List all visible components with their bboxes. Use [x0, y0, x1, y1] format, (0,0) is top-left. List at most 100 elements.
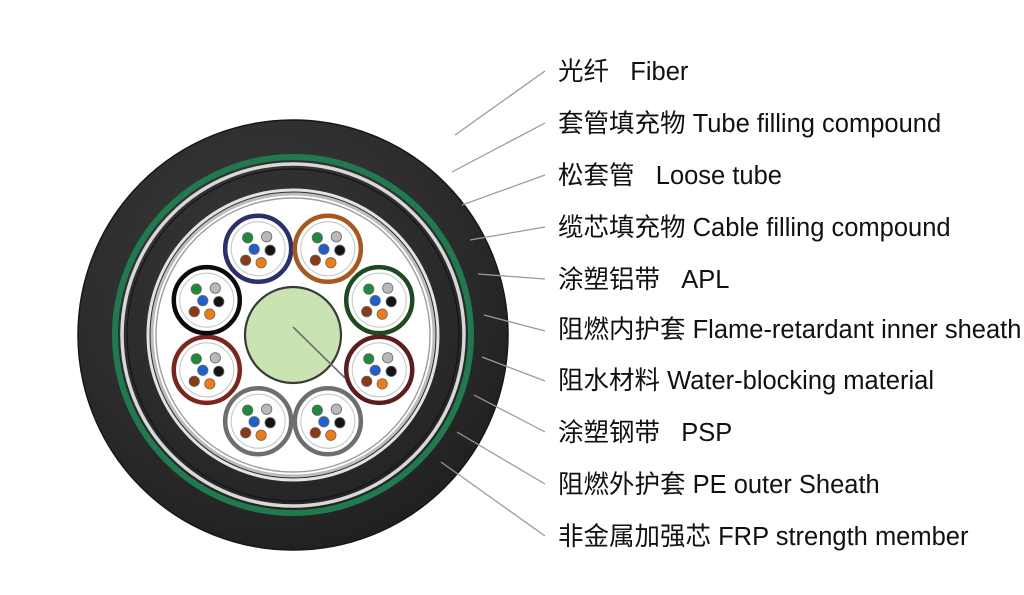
- callout-label-tube_filling_compound: 套管填充物 Tube filling compound: [558, 110, 941, 138]
- callout-label-water_blocking: 阻水材料 Water-blocking material: [558, 367, 934, 395]
- loose-tube-1-fiber-green: [242, 232, 254, 244]
- callout-label-flame_retardant_inner_sheath: 阻燃内护套 Flame-retardant inner sheath: [558, 316, 1021, 344]
- callout-en-frp_strength_member: FRP strength member: [718, 523, 969, 551]
- cable-core: [155, 197, 431, 473]
- loose-tube-6-fiber-orange: [255, 429, 267, 441]
- loose-tube-7-fiber-green: [190, 353, 202, 365]
- cable-assembly: [77, 119, 509, 551]
- loose-tube-6: [222, 385, 294, 457]
- callout-en-loose_tube: Loose tube: [656, 162, 782, 190]
- leader-line-cable_filling_compound: [469, 226, 546, 241]
- loose-tube-5-fiber-orange: [325, 429, 337, 441]
- loose-tube-4-inner-wall: [351, 342, 407, 398]
- callout-label-pe_outer_sheath: 阻燃外护套 PE outer Sheath: [558, 471, 880, 499]
- loose-tube-6-fiber-white: [261, 403, 273, 415]
- callout-en-water_blocking: Water-blocking material: [667, 367, 934, 395]
- loose-tube-7-fiber-brown: [188, 375, 200, 387]
- callout-en-apl: APL: [681, 266, 729, 294]
- loose-tube-1-fiber-brown: [240, 254, 252, 266]
- loose-tube-8: [171, 264, 243, 336]
- loose-tube-7-inner-wall: [179, 342, 235, 398]
- callout-cn-water_blocking: 阻水材料: [558, 367, 667, 395]
- loose-tube-2-fiber-green: [311, 232, 323, 244]
- leader-line-flame_retardant_inner_sheath: [483, 314, 546, 332]
- loose-tube-8-fiber-blue: [197, 295, 209, 307]
- loose-tube-5: [292, 385, 364, 457]
- callout-en-flame_retardant_inner_sheath: Flame-retardant inner sheath: [693, 316, 1022, 344]
- callout-en-cable_filling_compound: Cable filling compound: [693, 214, 951, 242]
- loose-tube-3-fiber-blue: [369, 295, 381, 307]
- loose-tube-3-fiber-orange: [376, 308, 388, 320]
- leader-line-water_blocking: [481, 356, 546, 382]
- callout-cn-tube_filling_compound: 套管填充物: [558, 110, 693, 138]
- loose-tube-8-inner-wall: [179, 272, 235, 328]
- loose-tube-7-fiber-orange: [204, 378, 216, 390]
- loose-tube-4-fiber-orange: [376, 378, 388, 390]
- inner-sheath-outer-edge: [126, 168, 460, 502]
- loose-tube-8-fiber-orange: [204, 308, 216, 320]
- callout-cn-psp: 涂塑钢带: [558, 419, 681, 447]
- callout-cn-frp_strength_member: 非金属加强芯: [558, 523, 718, 551]
- loose-tube-3-fiber-white: [382, 282, 394, 294]
- callout-en-pe_outer_sheath: PE outer Sheath: [693, 471, 880, 499]
- frp-strength-member: [243, 285, 343, 385]
- callout-label-loose_tube: 松套管 Loose tube: [558, 162, 782, 190]
- loose-tube-4-fiber-brown: [361, 375, 373, 387]
- loose-tube-7-fiber-blue: [197, 364, 209, 376]
- loose-tube-2-inner-wall: [300, 221, 356, 277]
- callout-en-tube_filling_compound: Tube filling compound: [693, 110, 942, 138]
- callout-label-cable_filling_compound: 缆芯填充物 Cable filling compound: [558, 214, 951, 242]
- leader-line-loose_tube: [461, 174, 546, 206]
- loose-tube-1-inner-wall: [230, 221, 286, 277]
- leader-line-psp: [473, 394, 546, 433]
- loose-tube-7: [171, 334, 243, 406]
- loose-tube-5-fiber-black: [334, 417, 346, 429]
- loose-tube-1-fiber-orange: [255, 257, 267, 269]
- callout-label-psp: 涂塑钢带 PSP: [558, 419, 732, 447]
- loose-tube-3-fiber-green: [363, 283, 375, 295]
- loose-tube-1-fiber-black: [264, 244, 276, 256]
- loose-tube-6-inner-wall: [230, 393, 286, 449]
- loose-tube-2: [292, 213, 364, 285]
- loose-tube-3: [343, 264, 415, 336]
- callout-label-frp_strength_member: 非金属加强芯 FRP strength member: [558, 523, 969, 551]
- apl-tape-highlight: [146, 188, 440, 482]
- loose-tube-2-fiber-white: [330, 231, 342, 243]
- loose-tube-2-fiber-black: [334, 244, 346, 256]
- loose-tube-5-inner-wall: [300, 393, 356, 449]
- callout-en-psp: PSP: [681, 419, 732, 447]
- loose-tube-6-fiber-blue: [248, 416, 260, 428]
- frp-core-leader: [292, 326, 346, 379]
- leader-line-apl: [477, 273, 546, 280]
- loose-tube-8-fiber-black: [213, 296, 225, 308]
- loose-tube-6-fiber-green: [242, 404, 254, 416]
- loose-tube-5-fiber-white: [330, 403, 342, 415]
- loose-tube-4-fiber-white: [382, 352, 394, 364]
- loose-tube-5-fiber-green: [311, 404, 323, 416]
- loose-tube-8-fiber-brown: [188, 306, 200, 318]
- loose-tube-7-fiber-white: [209, 352, 221, 364]
- loose-tube-4-fiber-blue: [369, 364, 381, 376]
- callout-cn-flame_retardant_inner_sheath: 阻燃内护套: [558, 316, 693, 344]
- loose-tube-2-fiber-brown: [309, 254, 321, 266]
- leader-line-pe_outer_sheath: [456, 431, 546, 485]
- loose-tube-6-fiber-black: [264, 417, 276, 429]
- loose-tube-4-fiber-black: [385, 365, 397, 377]
- leader-line-frp_strength_member: [440, 461, 546, 537]
- callout-labels: 光纤 Fiber 套管填充物 Tube filling compound 松套管 L…: [558, 58, 1021, 551]
- loose-tube-5-fiber-brown: [309, 427, 321, 439]
- loose-tube-1-fiber-white: [261, 231, 273, 243]
- loose-tube-5-fiber-blue: [318, 416, 330, 428]
- loose-tube-8-fiber-green: [190, 283, 202, 295]
- callout-label-apl: 涂塑铝带 APL: [558, 266, 729, 294]
- callout-cn-loose_tube: 松套管: [558, 162, 656, 190]
- loose-tube-6-fiber-brown: [240, 427, 252, 439]
- loose-tube-1: [222, 213, 294, 285]
- leader-line-fiber: [454, 70, 546, 136]
- loose-tube-2-fiber-blue: [318, 243, 330, 255]
- loose-tube-2-fiber-orange: [325, 257, 337, 269]
- callout-cn-fiber: 光纤: [558, 58, 630, 86]
- callout-en-fiber: Fiber: [630, 58, 689, 86]
